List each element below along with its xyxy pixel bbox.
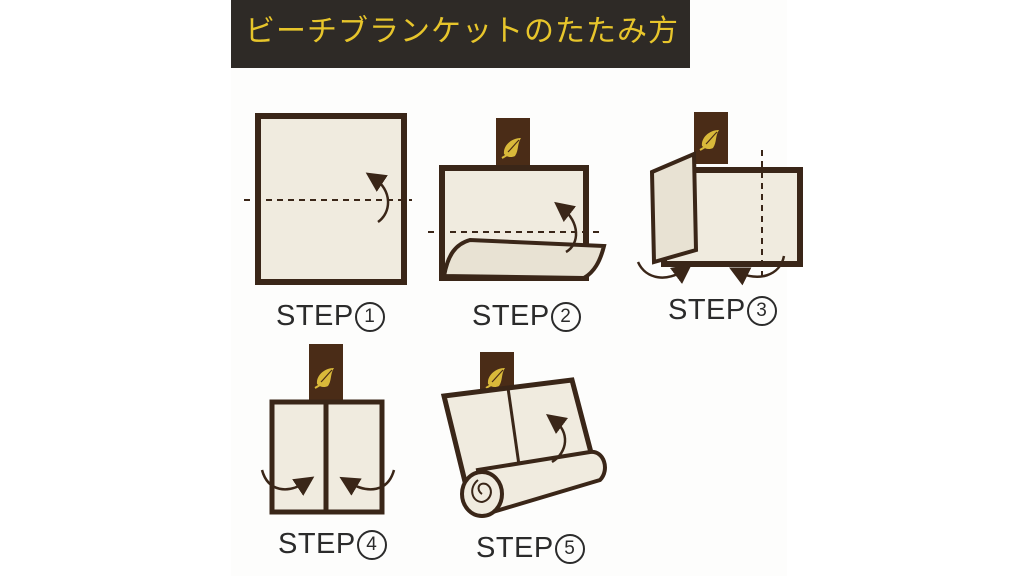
step4-left-panel xyxy=(269,399,329,515)
step-word: STEP xyxy=(668,294,746,326)
step2-folded-flap xyxy=(441,237,607,281)
step-number-badge: 4 xyxy=(356,530,387,560)
step5-center-seam xyxy=(506,387,522,473)
step4-right-arrow-icon xyxy=(339,469,396,496)
step3-illustration xyxy=(636,112,803,286)
step4-right-panel xyxy=(323,399,385,515)
step-number-badge: 1 xyxy=(354,302,385,332)
step2-illustration xyxy=(428,118,607,281)
page-title: ビーチブランケットのたたみ方 xyxy=(245,14,679,49)
step5-illustration xyxy=(440,352,607,518)
title-banner: ビーチブランケットのたたみ方 xyxy=(231,0,690,68)
step-word: STEP xyxy=(276,300,354,332)
step-word: STEP xyxy=(472,300,550,332)
step3-left-arrow-icon xyxy=(636,261,693,284)
step3-folded-flap xyxy=(649,150,699,265)
step5-arrow-icon xyxy=(546,413,569,464)
step1-arrow-icon xyxy=(365,172,390,224)
step3-right-arrow-icon xyxy=(729,255,786,286)
step-word: STEP xyxy=(278,528,356,560)
step-word: STEP xyxy=(476,532,554,564)
step4-illustration xyxy=(260,344,396,515)
step2-arrow-icon xyxy=(554,201,578,254)
step4-left-arrow-icon xyxy=(260,469,315,496)
step-number-badge: 2 xyxy=(550,302,581,332)
step5-roll-spiral xyxy=(471,479,492,504)
step5-roll-body xyxy=(475,449,607,517)
step-number-badge: 5 xyxy=(554,534,585,564)
step-number-badge: 3 xyxy=(746,296,777,326)
step1-illustration xyxy=(244,113,412,285)
